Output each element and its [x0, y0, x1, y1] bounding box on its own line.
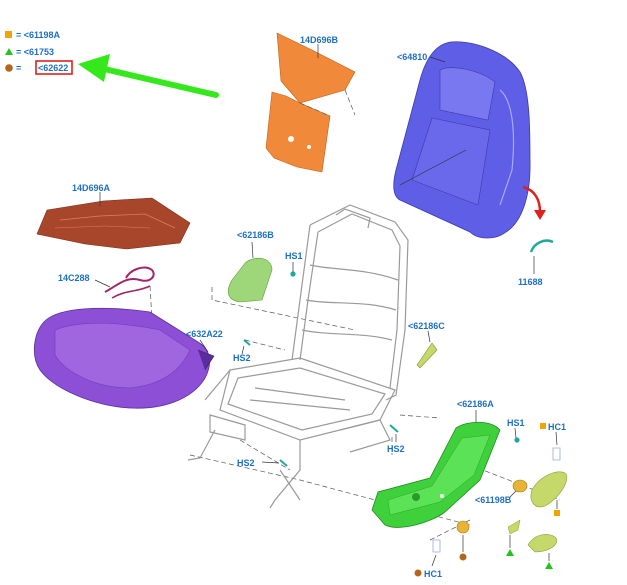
legend-item-circle: =	[16, 63, 21, 73]
recliner-cover: <62186C	[408, 321, 445, 369]
hc1-bottom-circle-icon	[414, 569, 422, 577]
levers-bottom	[506, 519, 558, 569]
red-arrow-icon	[522, 185, 546, 220]
hs2-left-label: HS2	[233, 353, 251, 363]
hc1-bottom-label: HC1	[424, 569, 442, 579]
cushion-pad-label: 14D696A	[72, 183, 111, 193]
legend-highlight-box	[35, 60, 73, 75]
legend-circle-icon	[5, 64, 13, 72]
legend-item-triangle: = <61753	[16, 47, 54, 57]
green-arrow-icon	[78, 54, 219, 98]
knob-callout: <61198B	[475, 490, 517, 505]
recliner-cover-label: <62186C	[408, 321, 445, 331]
hc1-bottom: HC1	[414, 539, 442, 579]
legend-highlight-code: <62622	[38, 63, 68, 73]
clip-label: 11688	[518, 277, 543, 287]
hc1-top: HC1	[540, 422, 566, 461]
hs1-right-label: HS1	[507, 418, 525, 428]
cushion-label: <632A22	[186, 329, 223, 339]
seat-frame	[187, 204, 409, 509]
hs2-bottom: HS2	[237, 458, 288, 468]
outer-shield: <62186A	[371, 399, 501, 528]
outer-shield-label: <62186A	[457, 399, 494, 409]
knob-square-icon	[554, 510, 560, 516]
backrest-pad-label: 14D696B	[300, 35, 339, 45]
cushion-pad: 14D696A	[36, 183, 191, 250]
hs2-mid-label: HS2	[387, 444, 405, 454]
backrest-trim-label: <64810	[397, 52, 427, 62]
bolt-circle-icon	[459, 553, 467, 561]
legend-item-square: = <61198A	[16, 30, 61, 40]
hs1-top: HS1	[285, 251, 303, 277]
hc1-top-square-icon	[540, 423, 546, 429]
lever-triangle-icon-2	[545, 562, 553, 569]
backrest-trim: <64810	[393, 41, 546, 239]
hs2-mid: HS2	[387, 424, 405, 454]
hs1-right: HS1	[507, 418, 525, 443]
knob-right	[530, 471, 568, 516]
inner-shield-label: <62186B	[237, 230, 274, 240]
bolts	[456, 479, 528, 561]
hs1-top-label: HS1	[285, 251, 303, 261]
legend-triangle-icon	[5, 48, 13, 55]
hs2-bottom-label: HS2	[237, 458, 255, 468]
legend: = <61198A = <61753 = <62622	[5, 30, 219, 98]
seat-cushion: <632A22	[33, 307, 223, 409]
backrest-pad: 14D696B	[265, 32, 356, 173]
hs2-left: HS2	[233, 339, 251, 363]
hc1-top-label: HC1	[548, 422, 566, 432]
clip-11688: 11688	[518, 239, 554, 287]
legend-square-icon	[5, 31, 12, 38]
knob-label: <61198B	[475, 495, 512, 505]
inner-shield: <62186B	[227, 230, 274, 303]
lever-triangle-icon-1	[506, 549, 514, 556]
wiring-label: 14C288	[58, 273, 90, 283]
